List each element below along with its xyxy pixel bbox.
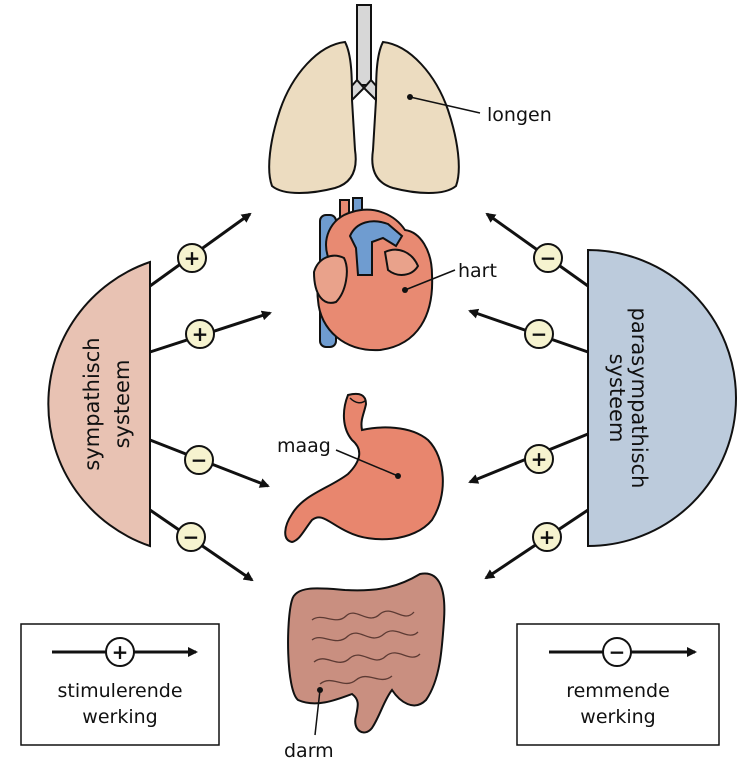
heart-leader-line	[404, 269, 456, 291]
sign-para-intestine: +	[539, 525, 556, 549]
parasympathetic-system: parasympathisch systeem	[587, 248, 737, 548]
legend-inhibiting-line2: werking	[580, 706, 655, 728]
stomach-illustration: maag	[277, 392, 444, 544]
heart-label: hart	[458, 260, 497, 282]
legend-stimulating-line1: stimulerende	[57, 680, 182, 702]
sign-para-heart: −	[531, 322, 548, 346]
sign-symp-heart: +	[192, 322, 209, 346]
lungs-label: longen	[487, 104, 552, 126]
stomach-leader-line	[335, 449, 399, 477]
legend-stimulating-line2: werking	[82, 706, 157, 728]
heart-illustration: hart	[312, 197, 497, 352]
sympathetic-label-line2: systeem	[110, 360, 134, 449]
legend-inhibiting-line1: remmende	[566, 680, 670, 702]
sympathetic-system: sympathisch systeem	[47, 260, 151, 548]
intestine-label: darm	[284, 740, 334, 762]
intestine-leader-line	[314, 689, 321, 736]
sign-para-lungs: −	[540, 246, 557, 270]
sign-symp-lungs: +	[184, 246, 201, 270]
sympathetic-label-line1: sympathisch	[80, 337, 104, 470]
sign-symp-stomach: −	[191, 448, 208, 472]
parasympathetic-arrows: − − + +	[468, 212, 589, 580]
parasympathetic-label-line1: parasympathisch	[627, 308, 651, 489]
legend-inhibiting-sign: −	[609, 640, 626, 664]
lungs-illustration: longen	[268, 4, 552, 194]
parasympathetic-label-line2: systeem	[605, 354, 629, 443]
sympathetic-arrows: + + − −	[149, 212, 272, 582]
legend-stimulating: + stimulerende werking	[20, 623, 220, 746]
legend-stimulating-sign: +	[112, 640, 129, 664]
sign-symp-intestine: −	[183, 525, 200, 549]
lungs-leader-line	[409, 96, 481, 114]
stomach-label: maag	[277, 435, 331, 457]
sign-para-stomach: +	[531, 447, 548, 471]
intestine-illustration: darm	[284, 572, 446, 762]
legend-inhibiting: − remmende werking	[516, 623, 720, 746]
